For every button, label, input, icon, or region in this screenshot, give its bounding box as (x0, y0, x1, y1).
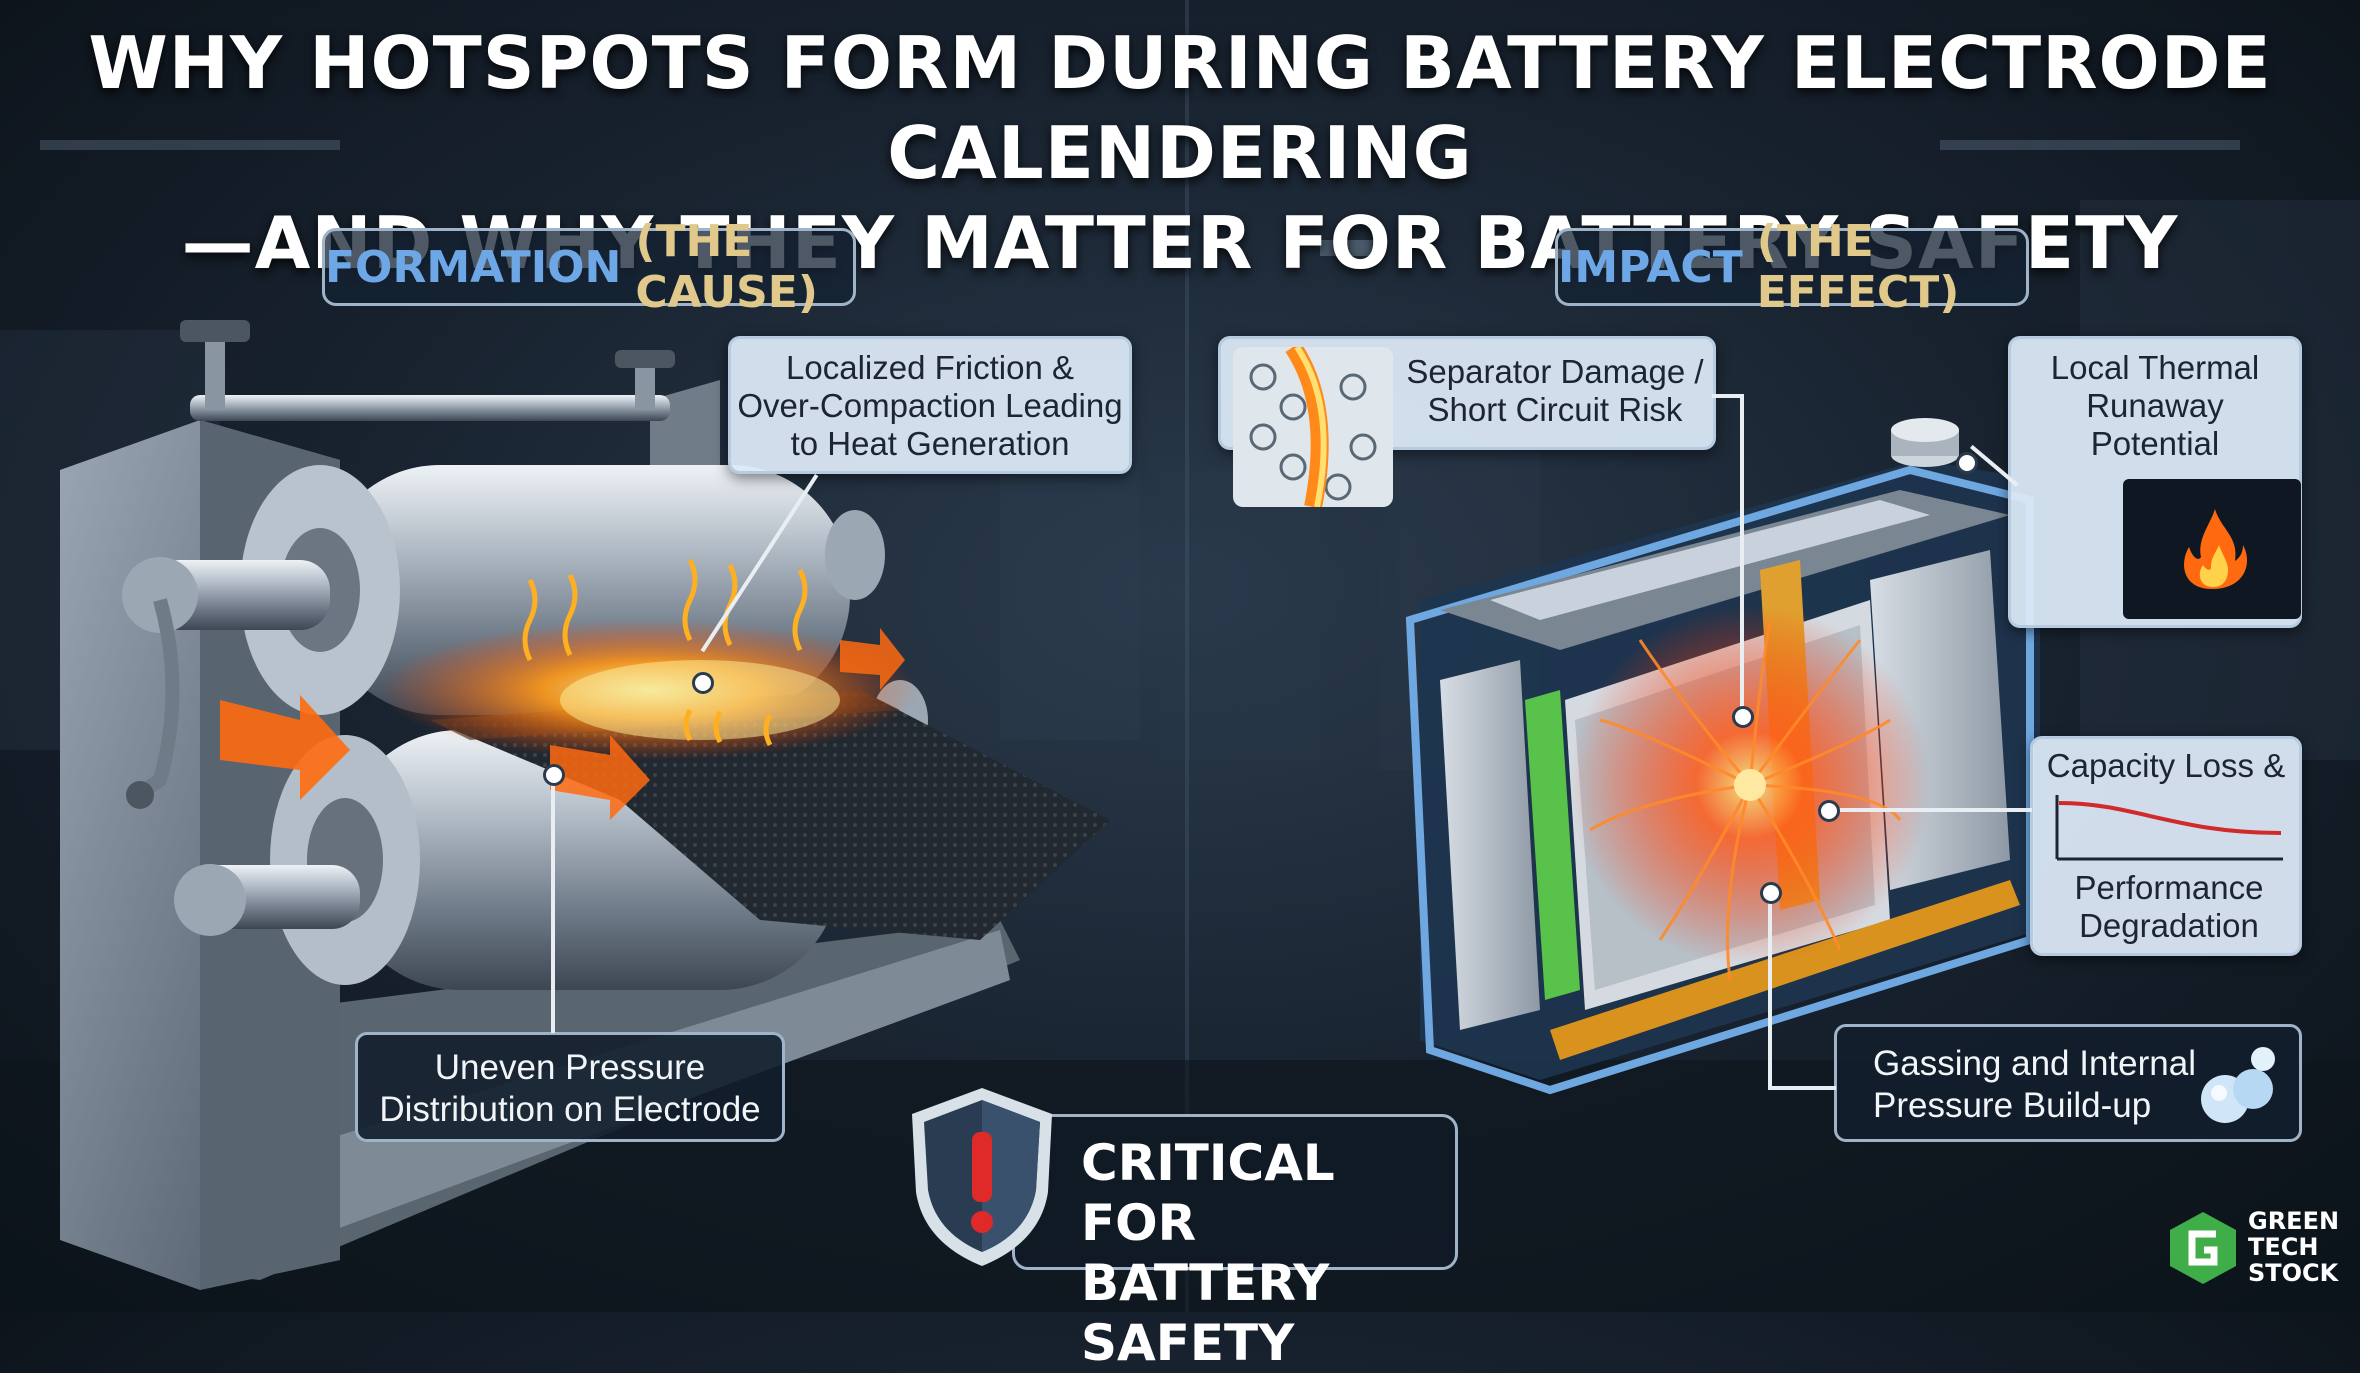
logo-mark-icon (2170, 1212, 2236, 1284)
callout-gassing: Gassing and Internal Pressure Build-up (1834, 1024, 2302, 1142)
impact-header-paren: (THE EFFECT) (1756, 216, 1960, 318)
thermal-dot (1956, 452, 1978, 474)
critical-line-2: BATTERY SAFETY (1081, 1254, 1330, 1372)
capacity-line-top: Capacity Loss & (2046, 747, 2286, 784)
gassing-line-1: Gassing and Internal (1873, 1044, 2196, 1083)
warning-shield-icon (912, 1088, 1052, 1266)
impact-section-header: IMPACT (THE EFFECT) (1555, 216, 2029, 318)
green-tech-stock-logo: GREEN TECH STOCK (2168, 1206, 2350, 1290)
capacity-dot (1818, 800, 1840, 822)
fire-icon (2184, 509, 2248, 589)
callout-separator-damage: Separator Damage / Short Circuit Risk (1218, 336, 1716, 507)
gassing-leader-v (1768, 892, 1772, 1088)
callout-uneven-pressure: Uneven Pressure Distribution on Electrod… (355, 1032, 785, 1142)
logo-word-3: STOCK (2248, 1259, 2339, 1287)
formation-header-paren: (THE CAUSE) (635, 216, 818, 318)
callout-localized-friction: Localized Friction & Over-Compaction Lea… (728, 336, 1132, 474)
friction-line-1: Localized Friction & (786, 349, 1074, 386)
callout-capacity-loss: Capacity Loss & Performance Degradation (2030, 736, 2302, 956)
friction-line-2: Over-Compaction Leading (737, 387, 1123, 424)
gassing-leader-h (1768, 1086, 1836, 1090)
separator-leader-v (1740, 394, 1744, 716)
logo-word-2: TECH (2248, 1233, 2319, 1261)
degradation-curve-icon (2055, 795, 2283, 861)
thermal-line-3: Potential (2090, 425, 2220, 462)
title-line-1: WHY HOTSPOTS FORM DURING BATTERY ELECTRO… (88, 21, 2272, 195)
capacity-line-bottom-2: Degradation (2079, 907, 2259, 944)
formation-section-header: FORMATION (THE CAUSE) (322, 216, 856, 318)
pressure-line-2: Distribution on Electrode (379, 1090, 761, 1129)
capacity-leader-line (1832, 808, 2032, 812)
pressure-leader-line (551, 775, 555, 1033)
critical-line-1: CRITICAL FOR (1081, 1134, 1335, 1252)
fire-icon-panel (2123, 479, 2301, 619)
separator-closeup-icon (1233, 347, 1393, 507)
logo-word-1: GREEN (2248, 1207, 2340, 1235)
pressure-line-1: Uneven Pressure (434, 1048, 706, 1087)
thermal-line-1: Local Thermal (2050, 349, 2260, 386)
separator-dot (1732, 706, 1754, 728)
friction-line-3: to Heat Generation (790, 425, 1070, 462)
gassing-dot (1760, 882, 1782, 904)
friction-hotspot-dot (692, 672, 714, 694)
capacity-line-bottom-1: Performance (2074, 869, 2264, 906)
gas-bubbles-icon (2201, 1047, 2275, 1123)
callout-thermal-runaway: Local Thermal Runaway Potential (2008, 336, 2302, 628)
thermal-line-2: Runaway (2086, 387, 2224, 424)
critical-safety-badge: CRITICAL FOR BATTERY SAFETY (1012, 1114, 1458, 1372)
formation-header-main: FORMATION (325, 241, 622, 293)
impact-header-main: IMPACT (1558, 241, 1743, 293)
pressure-dot (543, 764, 565, 786)
separator-line-1: Separator Damage / (1406, 353, 1704, 390)
gassing-line-2: Pressure Build-up (1873, 1086, 2152, 1125)
separator-line-2: Short Circuit Risk (1427, 391, 1683, 428)
separator-leader-h (1712, 394, 1740, 398)
